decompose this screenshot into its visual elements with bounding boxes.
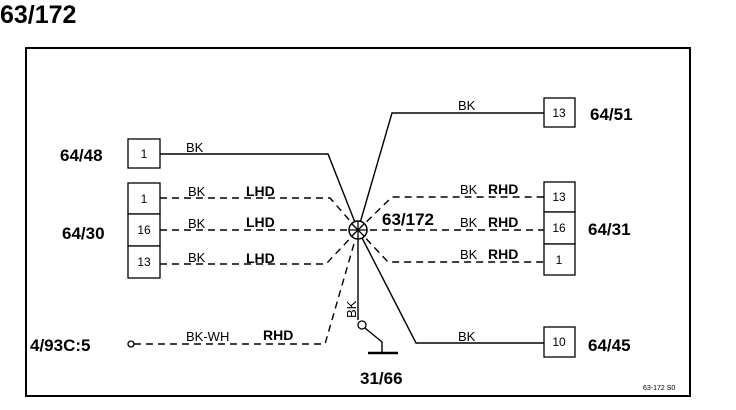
pin-box [127,245,161,279]
pin-box [127,213,161,247]
wire-color: BK [188,216,206,231]
wire-64-48 [160,153,359,231]
wire-4-93c [134,229,359,345]
pin-box [127,138,161,169]
footer-code: 63-172 S0 [643,385,675,392]
connector-64-30: 1 16 13 [127,182,161,279]
pin-number: 13 [552,190,566,204]
connector-4-93c-terminal-icon [127,340,135,348]
wire-color: BK-WH [186,329,229,344]
wire-color: BK [186,140,204,155]
connector-64-31: 13 16 1 [543,181,576,276]
connector-64-51: 13 [543,97,576,128]
pin-box [543,326,576,358]
wire-64-45 [357,229,544,344]
wire-64-30-pin13 [160,229,359,265]
pin-box [543,243,576,276]
connector-64-48: 1 [127,138,161,169]
diagram-title: 63/172 [0,1,77,29]
wire-color: BK [458,98,476,113]
splice-63-172 [348,220,368,240]
pin-number: 16 [552,221,566,235]
wire-64-30-pin1 [160,197,359,231]
wire-64-31-pin1 [357,229,544,263]
connector-label-64-31: 64/31 [588,220,631,239]
pin-number: 1 [141,147,148,161]
wire-color: BK [188,250,206,265]
connector-label-64-48: 64/48 [60,146,103,165]
pin-box [127,182,161,215]
pin-number: 1 [556,253,563,267]
wire-color: BK [460,215,478,230]
wire-color: BK [188,184,206,199]
drive-variant: LHD [246,250,275,266]
wire-color: BK [460,182,478,197]
wire-lines [134,112,544,345]
drive-variant: RHD [488,181,518,197]
drive-variant: RHD [488,246,518,262]
connector-label-64-45: 64/45 [588,336,631,355]
wire-color: BK [458,329,476,344]
connector-label-64-51: 64/51 [590,105,633,124]
pin-number: 13 [137,255,151,269]
drive-variant: RHD [263,327,293,343]
ground-lead [364,327,383,352]
drive-variant: LHD [246,214,275,230]
pin-box [543,97,576,128]
wire-64-51 [357,112,544,231]
connector-label-64-30: 64/30 [62,224,105,243]
ground-label: 31/66 [360,369,403,388]
pin-number: 10 [552,335,566,349]
ground-symbol [357,320,398,355]
pin-number: 1 [141,192,148,206]
connector-label-4-93c: 4/93C:5 [30,336,90,355]
pin-number: 16 [137,223,151,237]
pin-number: 13 [552,106,566,120]
diagram-frame [25,47,691,397]
ground-wire-color: BK [344,300,359,318]
drive-variant: RHD [488,214,518,230]
ground-terminal-icon [357,320,367,330]
connector-64-45: 10 [543,326,576,358]
wire-64-31-pin13 [357,196,544,231]
pin-box [543,211,576,245]
drive-variant: LHD [246,183,275,199]
splice-label: 63/172 [382,210,434,229]
wire-color: BK [460,247,478,262]
